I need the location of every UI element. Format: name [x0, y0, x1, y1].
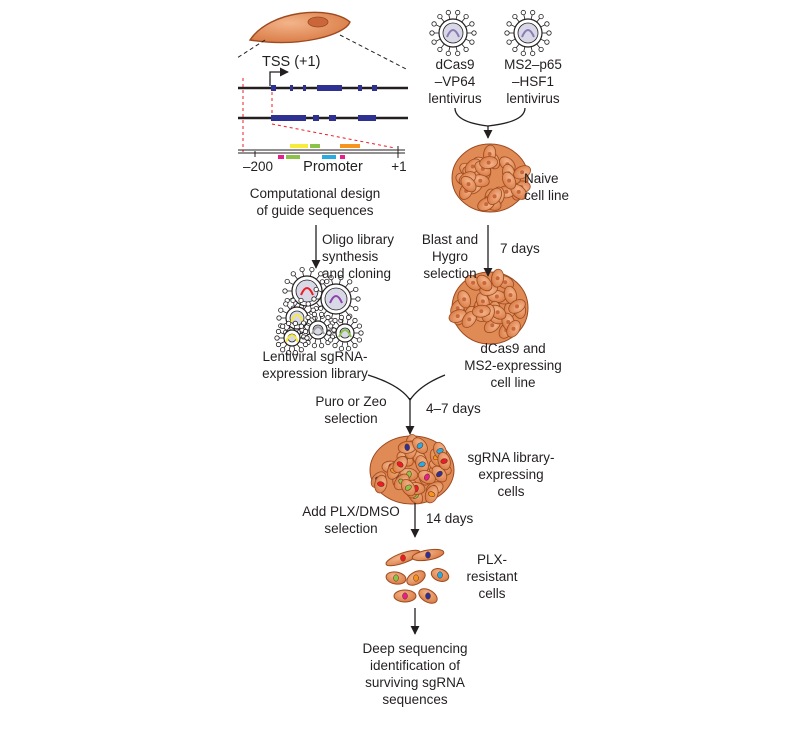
- naive-cell-cluster: [451, 143, 532, 213]
- sgrna-library-particles: [274, 266, 364, 356]
- ms2-lentivirus-label: MS2–p65 –HSF1 lentivirus: [504, 57, 562, 106]
- puro-zeo-label: Puro or Zeo selection: [315, 394, 387, 426]
- dcas9-lentivirus-label: dCas9 –VP64 lentivirus: [428, 57, 482, 106]
- sequencing-label: Deep sequencing identification of surviv…: [362, 641, 468, 707]
- converge-arc-right: [487, 107, 526, 127]
- sgrna-cell-cluster: [369, 434, 455, 505]
- source-cell: [248, 11, 351, 44]
- ms2-virus-particle: [504, 9, 552, 57]
- dcas9-virus-particle: [429, 9, 477, 57]
- tss-arrow: [269, 67, 289, 86]
- converge-arc-left: [454, 107, 489, 127]
- library-label: Lentiviral sgRNA- expression library: [262, 349, 368, 381]
- oligo-step-label: Oligo library synthesis and cloning: [322, 232, 395, 281]
- seven-days-label: 7 days: [500, 241, 540, 256]
- axis-end-label: +1: [391, 159, 407, 174]
- plx-step-label: Add PLX/DMSO selection: [302, 504, 400, 536]
- naive-cell-line-label: Naive cell line: [524, 171, 570, 203]
- gene-locus: [238, 67, 408, 159]
- resistant-cell-cluster: [385, 548, 450, 604]
- resistant-cells-label: PLX- resistant cells: [466, 552, 518, 601]
- zoom-line-right: [339, 34, 409, 71]
- fourteen-days-label: 14 days: [426, 511, 474, 526]
- blast-hygro-label: Blast and Hygro selection: [421, 232, 479, 281]
- zoom-line-left: [236, 39, 266, 59]
- selected-cell-line-label: dCas9 and MS2-expressing cell line: [464, 341, 562, 390]
- tss-label: TSS (+1): [262, 54, 321, 70]
- four-seven-days-label: 4–7 days: [426, 401, 481, 416]
- promoter-label: Promoter: [303, 159, 363, 175]
- design-caption: Computational design of guide sequences: [249, 186, 381, 218]
- axis-start-label: –200: [242, 159, 274, 174]
- selected-cell-cluster: [448, 268, 529, 345]
- sgrna-cells-label: sgRNA library- expressing cells: [467, 450, 555, 499]
